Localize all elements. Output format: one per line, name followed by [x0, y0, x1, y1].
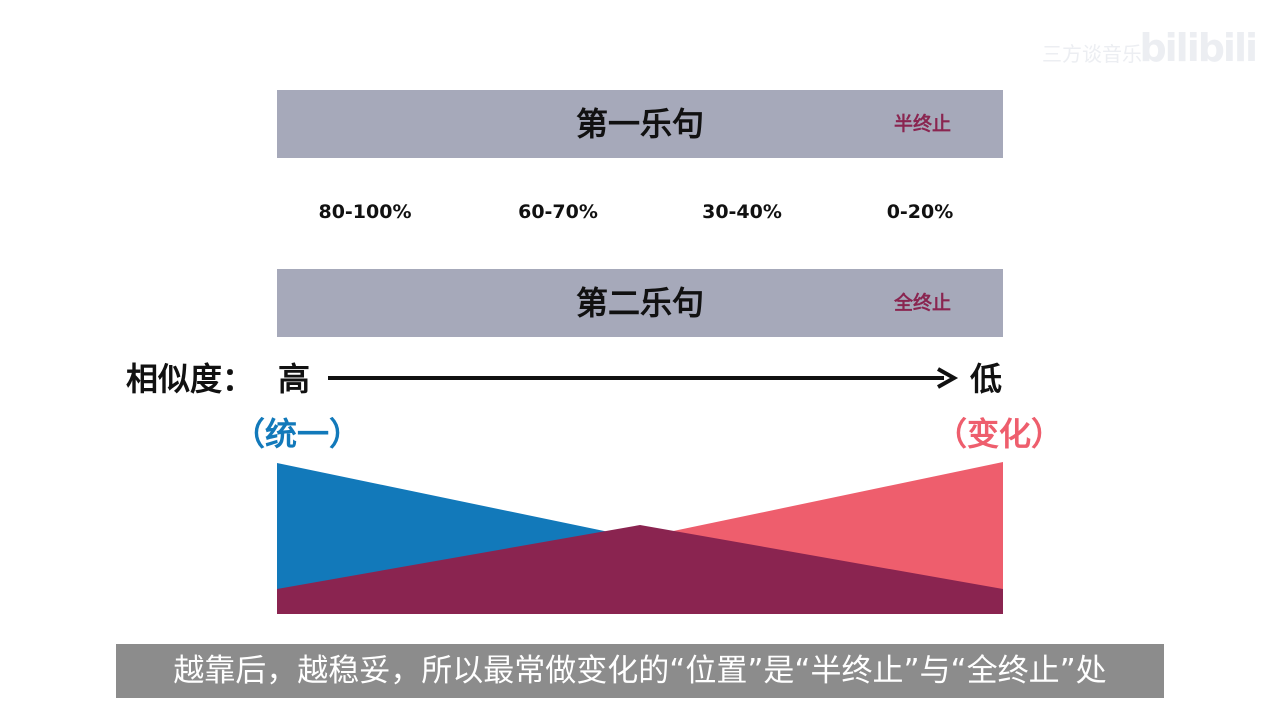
bilibili-logo: bilibili: [1139, 26, 1258, 70]
percent-label-3: 30-40%: [702, 201, 782, 223]
second-phrase-bar: 第二乐句 全终止: [277, 269, 1003, 337]
unity-label: （统一）: [233, 415, 362, 453]
overlap-region: [277, 525, 1003, 614]
arrow-head: [937, 367, 959, 389]
percent-label-1: 80-100%: [318, 201, 412, 223]
similarity-low-label: 低: [970, 360, 1003, 398]
first-phrase-title: 第一乐句: [575, 105, 704, 143]
half-cadence-label: 半终止: [893, 113, 951, 135]
similarity-arrow: [328, 367, 959, 389]
similarity-high-label: 高: [278, 360, 311, 398]
second-phrase-title: 第二乐句: [575, 284, 704, 322]
percent-label-4: 0-20%: [886, 201, 954, 223]
subtitle-caption: 越靠后，越稳妥，所以最常做变化的“位置”是“半终止”与“全终止”处: [116, 644, 1164, 698]
author-watermark: 三方谈音乐: [1042, 42, 1142, 66]
percent-label-2: 60-70%: [518, 201, 598, 223]
full-cadence-label: 全终止: [893, 292, 951, 314]
similarity-label: 相似度：: [126, 360, 255, 398]
first-phrase-bar: 第一乐句 半终止: [277, 90, 1003, 158]
change-label: （变化）: [935, 415, 1064, 453]
